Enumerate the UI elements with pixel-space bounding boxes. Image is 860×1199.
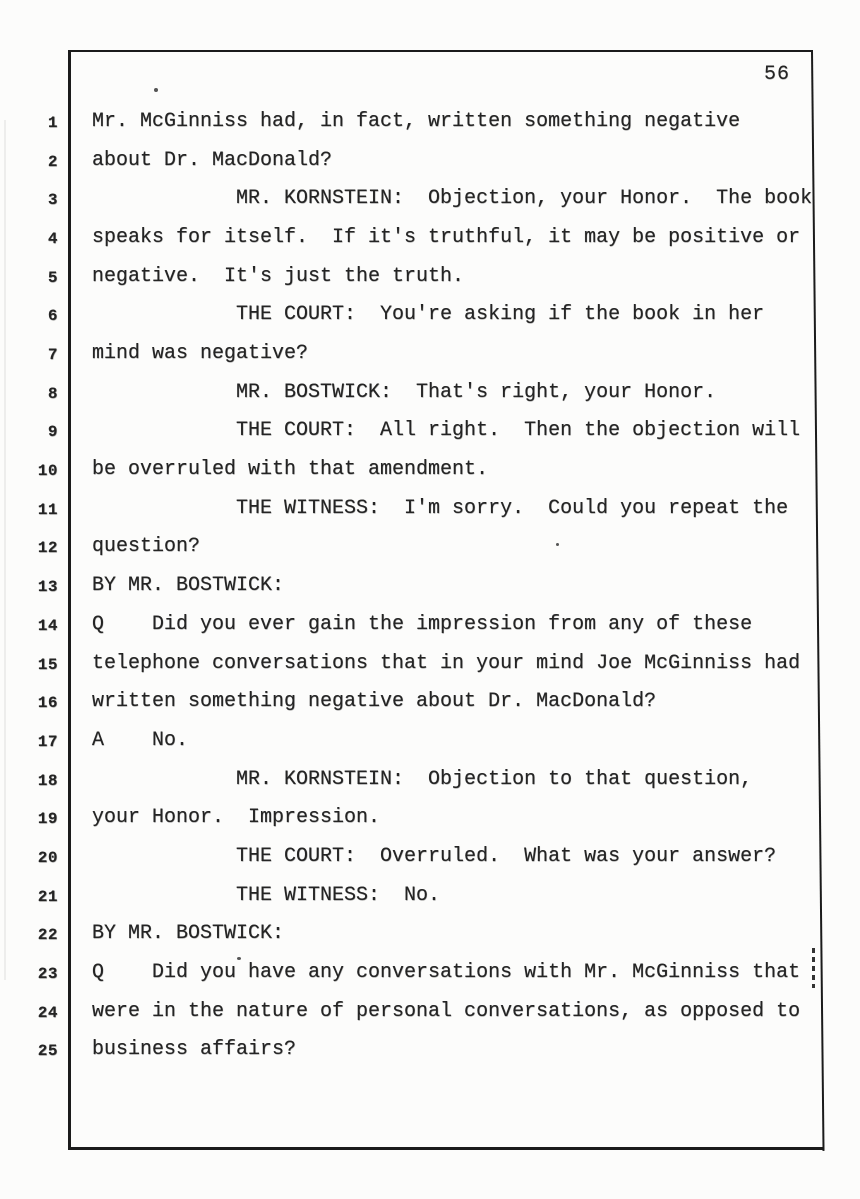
line-number: 25 [37,1042,58,1061]
line-number: 23 [37,964,58,983]
transcript-line: THE COURT: All right. Then the objection… [92,419,801,443]
line-number: 6 [47,307,58,326]
scan-speck [556,543,559,546]
line-number: 3 [47,191,58,210]
line-number: 10 [37,462,58,481]
transcript-line: Mr. McGinniss had, in fact, written some… [92,110,741,133]
transcript-line: about Dr. MacDonald? [92,148,333,172]
transcript-line: MR. BOSTWICK: That's right, your Honor. [92,380,717,404]
transcript-line: THE COURT: Overruled. What was your answ… [92,844,777,868]
line-number: 11 [37,500,58,519]
line-number: 12 [37,539,58,558]
transcript-line: were in the nature of personal conversat… [92,999,801,1023]
transcript-line: THE WITNESS: No. [92,883,441,907]
line-number: 1 [47,114,58,132]
transcript-line: your Honor. Impression. [92,806,381,830]
transcript-line: be overruled with that amendment. [92,458,489,482]
transcript-line: Q Did you have any conversations with Mr… [92,960,801,984]
scan-speck [154,88,158,92]
transcript-line: MR. KORNSTEIN: Objection to that questio… [92,767,753,791]
transcript-line: telephone conversations that in your min… [92,651,801,675]
scan-speck [237,957,241,960]
line-number: 17 [37,732,58,751]
transcript-line: question? [92,535,201,559]
transcript-line: speaks for itself. If it's truthful, it … [92,226,801,250]
scan-edge-mark [812,948,815,988]
line-number: 19 [37,810,58,829]
page-border-left [68,50,71,1150]
transcript-line: written something negative about Dr. Mac… [92,690,657,714]
line-number: 15 [37,655,58,674]
line-number: 20 [37,848,58,867]
line-number: 22 [37,926,58,945]
page-border-top [68,50,813,52]
transcript-line: BY MR. BOSTWICK: [92,574,285,598]
line-number: 2 [47,152,58,171]
page-border-bottom [70,1147,823,1150]
transcript-line: mind was negative? [92,342,309,366]
line-number: 16 [37,694,58,713]
page-number: 56 [764,63,791,86]
transcript-line: THE COURT: You're asking if the book in … [92,303,765,327]
scan-streak [4,120,6,980]
transcript-line: negative. It's just the truth. [92,264,465,288]
transcript-line: A No. [92,728,189,752]
transcript-line: business affairs? [92,1038,297,1062]
line-number: 5 [47,268,58,287]
transcript-line: MR. KORNSTEIN: Objection, your Honor. Th… [92,187,813,211]
line-number: 18 [37,771,58,790]
line-number: 14 [37,616,58,635]
line-number: 21 [37,887,58,906]
line-number: 24 [37,1003,58,1022]
line-number: 9 [47,423,58,442]
line-number: 4 [47,230,58,249]
transcript-line: THE WITNESS: I'm sorry. Could you repeat… [92,496,789,520]
transcript-line: BY MR. BOSTWICK: [92,922,285,946]
line-number: 8 [47,384,58,403]
transcript-line: Q Did you ever gain the impression from … [92,612,753,636]
line-number: 7 [47,346,58,365]
line-number: 13 [37,578,58,597]
